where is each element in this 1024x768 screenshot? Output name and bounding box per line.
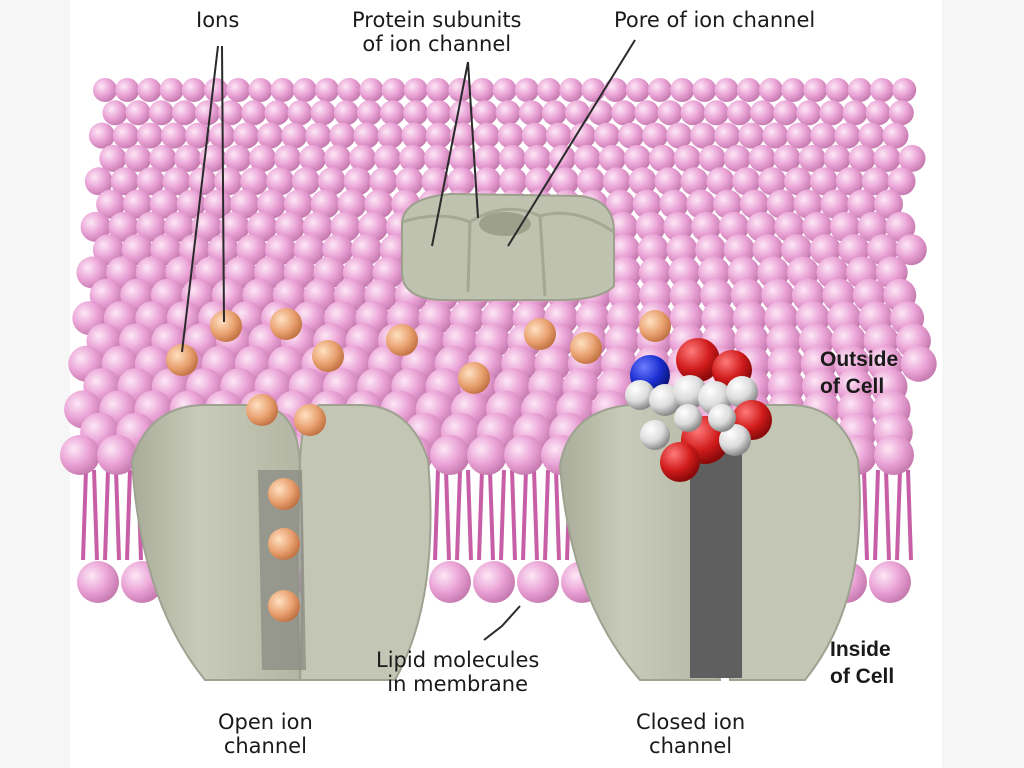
- protein-subunits-top-view: [401, 192, 615, 301]
- leader-lines: [181, 39, 636, 641]
- right-page-margin: [942, 0, 1024, 768]
- label-lipid-molecules: Lipid molecules in membrane: [376, 648, 540, 696]
- ions: [166, 308, 671, 622]
- channel-blocker-molecule: [625, 338, 772, 482]
- open-ion-channel: [130, 404, 432, 681]
- left-page-margin: [0, 0, 70, 768]
- label-inside-of-cell: Inside of Cell: [830, 638, 895, 688]
- open-pore: [258, 470, 306, 670]
- pore-opening: [479, 212, 531, 236]
- label-pore: Pore of ion channel: [614, 8, 816, 32]
- label-ions: Ions: [196, 8, 240, 32]
- lipid-heads: [60, 78, 937, 603]
- label-closed-ion-channel: Closed ion channel: [636, 710, 746, 758]
- closed-pore: [690, 440, 742, 678]
- label-outside-of-cell: Outside of Cell: [820, 348, 899, 398]
- label-open-ion-channel: Open ion channel: [218, 710, 313, 758]
- label-protein-subunits: Protein subunits of ion channel: [352, 8, 522, 56]
